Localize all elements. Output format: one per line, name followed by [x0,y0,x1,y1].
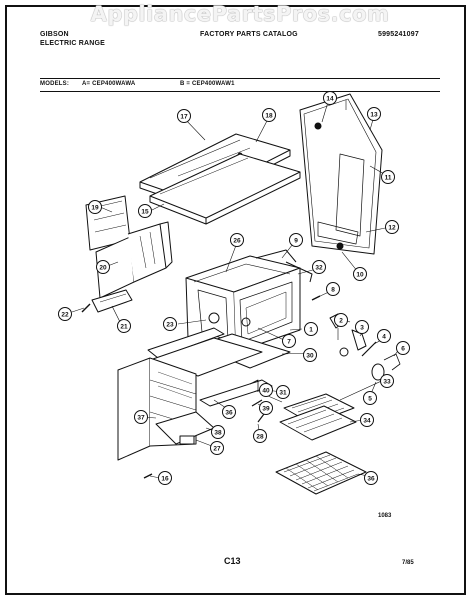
callout-2-label: 2 [339,318,343,325]
callout-1-label: 1 [309,327,313,334]
callout-32-label: 32 [315,265,323,272]
callout-33: 33 [380,374,394,388]
callout-markers: 17 18 14 13 11 19 15 12 26 9 20 32 10 8 … [58,91,410,485]
callout-34: 34 [360,413,374,427]
callout-20: 20 [96,260,110,274]
callout-1: 1 [304,322,318,336]
oven-top-panel [149,153,301,225]
callout-4: 4 [377,329,391,343]
callout-11: 11 [381,170,395,184]
callout-11-label: 11 [385,175,392,182]
callout-13: 13 [367,107,381,121]
callout-3: 3 [355,320,369,334]
callout-36: 36 [222,405,236,419]
callout-27-label: 27 [213,446,221,453]
callout-9-label: 9 [294,238,298,245]
storage-drawer [117,357,215,479]
element-hardware [311,295,401,381]
callout-39-label: 39 [262,406,270,413]
models-rule [40,91,440,92]
diagram-ref-code: 1083 [378,513,392,519]
callout-27: 27 [210,441,224,455]
callout-36-label: 36 [225,410,233,417]
front-frame [147,327,273,423]
callout-23-label: 23 [166,322,174,329]
callout-7-label: 7 [287,339,291,346]
callout-28: 28 [253,429,267,443]
callout-13-label: 13 [370,112,378,119]
callout-14: 14 [323,91,337,105]
callout-22-label: 22 [61,312,69,319]
callout-23: 23 [163,317,177,331]
callout-22: 22 [58,307,72,321]
callout-32: 32 [312,260,326,274]
callout-16-label: 16 [161,476,169,483]
callout-19: 19 [88,200,102,214]
oven-liner [185,249,313,353]
callout-17: 17 [177,109,191,123]
callout-15-label: 15 [141,209,149,216]
header-rule [40,78,440,79]
callout-6: 6 [396,341,410,355]
callout-40: 40 [259,383,273,397]
callout-26: 26 [230,233,244,247]
back-panel [299,93,383,255]
callout-16: 16 [158,471,172,485]
callout-7: 7 [282,334,296,348]
callout-37: 37 [134,410,148,424]
callout-26-label: 26 [233,238,241,245]
callout-37-label: 37 [137,415,145,422]
watermark: AppliancePartsPros.com [90,2,390,26]
product-type: ELECTRIC RANGE [40,40,106,47]
callout-8: 8 [326,282,340,296]
callout-9: 9 [289,233,303,247]
callout-15: 15 [138,204,152,218]
callout-28-label: 28 [256,434,264,441]
callout-33-label: 33 [383,379,391,386]
callout-19-label: 19 [91,205,99,212]
callout-12-label: 12 [388,225,396,232]
model-a: A= CEP400WAWA [82,81,136,87]
brand-name: GIBSON [40,31,69,38]
callout-30-label: 30 [306,353,314,360]
side-bracket [81,289,133,313]
callout-5: 5 [363,391,377,405]
model-b: B = CEP400WAW1 [180,81,235,87]
catalog-title: FACTORY PARTS CATALOG [200,31,298,38]
callout-36b-label: 36 [367,476,375,483]
callout-21: 21 [117,319,131,333]
catalog-part-number: 5995241097 [378,31,419,38]
callout-10-label: 10 [356,272,364,279]
side-panel [95,221,173,299]
callout-5-label: 5 [368,396,372,403]
callout-3-label: 3 [360,325,364,332]
callout-18: 18 [262,108,276,122]
callout-18-label: 18 [265,113,273,120]
callout-31: 31 [276,385,290,399]
callout-8-label: 8 [331,287,335,294]
callout-30: 30 [303,348,317,362]
broiler-pan [279,393,357,441]
models-label: MODELS: [40,81,70,87]
callout-38-label: 38 [214,430,222,437]
callout-4-label: 4 [382,334,386,341]
callout-21-label: 21 [120,324,128,331]
callout-36b: 36 [364,471,378,485]
callout-12: 12 [385,220,399,234]
callout-14-label: 14 [326,96,334,103]
page-number: C13 [224,556,241,566]
callout-10: 10 [353,267,367,281]
callout-38: 38 [211,425,225,439]
oven-rack [275,451,367,495]
callout-20-label: 20 [99,265,107,272]
revision-date: 7/85 [402,560,414,566]
callout-2: 2 [334,313,348,327]
callout-31-label: 31 [279,390,287,397]
callout-34-label: 34 [363,418,371,425]
callout-17-label: 17 [180,114,188,121]
callout-6-label: 6 [401,346,405,353]
callout-39: 39 [259,401,273,415]
callout-40-label: 40 [262,388,270,395]
